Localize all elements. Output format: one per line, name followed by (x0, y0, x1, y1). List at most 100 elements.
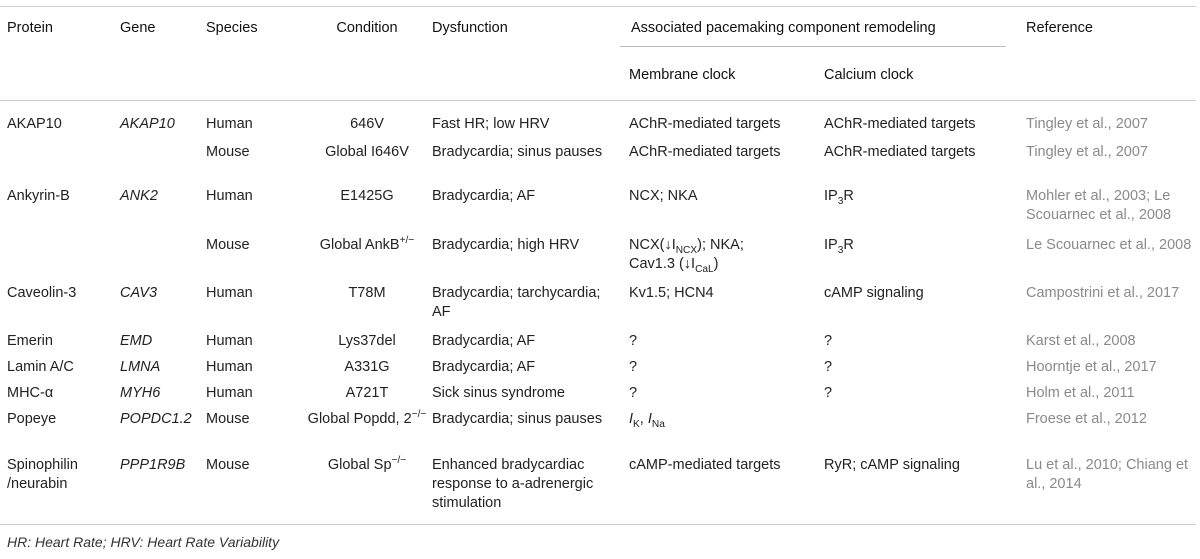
table-row: Mouse Global AnkB+/− Bradycardia; high H… (0, 232, 1196, 284)
cell-gene: MYH6 (120, 385, 161, 401)
header-membrane-clock: Membrane clock (629, 67, 736, 83)
data-table: Protein Gene Species Condition Dysfuncti… (0, 6, 1196, 525)
cell-protein (0, 143, 120, 187)
cell-dysfunction: Bradycardia; AF (432, 359, 536, 375)
cell-species: Human (206, 285, 253, 301)
cell-calcium: cAMP signaling (824, 285, 924, 301)
subheader-row: Membrane clock Calcium clock (0, 60, 1196, 101)
cell-membrane: ? (629, 333, 638, 349)
cell-protein: Ankyrin-B (7, 188, 70, 204)
cell-membrane: AChR-mediated targets (629, 144, 781, 160)
cell-species: Mouse (206, 144, 250, 160)
cell-gene (120, 232, 206, 284)
header-condition: Condition (336, 20, 398, 36)
cell-calcium: ? (824, 333, 833, 349)
cell-gene: LMNA (120, 359, 161, 375)
cell-species: Human (206, 333, 253, 349)
cell-membrane: ? (629, 385, 638, 401)
cell-condition: Global Sp−/− (302, 456, 432, 525)
cell-calcium: AChR-mediated targets (824, 116, 976, 132)
cell-dysfunction: Fast HR; low HRV (432, 116, 550, 132)
cell-dysfunction: Bradycardia; tarchycardia; AF (432, 285, 601, 320)
cell-protein: Caveolin-3 (7, 285, 77, 301)
footnote: HR: Heart Rate; HRV: Heart Rate Variabil… (7, 534, 280, 550)
header-calcium-clock: Calcium clock (824, 67, 914, 83)
cell-calcium: ? (824, 359, 833, 375)
cell-membrane: cAMP-mediated targets (629, 457, 781, 473)
cell-reference: Tingley et al., 2007 (1026, 144, 1148, 160)
cell-dysfunction: Bradycardia; AF (432, 188, 536, 204)
header-protein: Protein (7, 20, 53, 36)
cell-condition: A331G (344, 359, 390, 375)
cell-calcium: IP3R (824, 187, 1020, 232)
condition-label: Global Sp−/− (327, 455, 407, 473)
cell-condition: Global Popdd, 2−/− (302, 410, 432, 456)
cell-condition: 646V (350, 116, 384, 132)
table-row: Caveolin-3 CAV3 Human T78M Bradycardia; … (0, 284, 1196, 332)
cell-dysfunction: Bradycardia; sinus pauses (432, 144, 603, 160)
table-row: MHC-α MYH6 Human A721T Sick sinus syndro… (0, 384, 1196, 410)
table-row: Mouse Global I646V Bradycardia; sinus pa… (0, 143, 1196, 187)
header-associated: Associated pacemaking component remodeli… (620, 7, 1020, 61)
membrane-label: IK, INa (629, 411, 665, 430)
ip3r-label: IP3R (824, 237, 854, 256)
associated-label: Associated pacemaking component remodeli… (620, 19, 1006, 47)
table-row: Spinophilin /neurabin PPP1R9B Mouse Glob… (0, 456, 1196, 525)
cell-protein: AKAP10 (7, 116, 62, 132)
cell-gene: EMD (120, 333, 153, 349)
cell-reference: Hoorntje et al., 2017 (1026, 359, 1157, 375)
cell-species: Mouse (206, 457, 250, 473)
cell-dysfunction: Bradycardia; sinus pauses (432, 411, 603, 427)
cell-protein: Popeye (7, 411, 57, 427)
cell-protein: Lamin A/C (7, 359, 74, 375)
cell-reference: Lu et al., 2010; Chiang et al., 2014 (1026, 457, 1189, 492)
cell-protein: Emerin (7, 333, 53, 349)
cell-membrane: NCX; NKA (629, 188, 698, 204)
cell-gene: AKAP10 (120, 116, 175, 132)
cell-reference: Karst et al., 2008 (1026, 333, 1136, 349)
cell-condition: Lys37del (338, 333, 396, 349)
cell-reference: Campostrini et al., 2017 (1026, 285, 1180, 301)
cell-condition: E1425G (340, 188, 394, 204)
cell-condition: T78M (348, 285, 386, 301)
cell-species: Mouse (206, 411, 250, 427)
cell-species: Human (206, 188, 253, 204)
cell-membrane: AChR-mediated targets (629, 116, 781, 132)
condition-label: Global AnkB+/− (319, 235, 415, 253)
cell-membrane: NCX(↓INCX); NKA;Cav1.3 (↓ICaL) (620, 232, 824, 284)
table-row: AKAP10 AKAP10 Human 646V Fast HR; low HR… (0, 101, 1196, 144)
cell-gene: POPDC1.2 (120, 411, 192, 427)
cell-dysfunction: Bradycardia; AF (432, 333, 536, 349)
cell-species: Human (206, 359, 253, 375)
cell-reference: Tingley et al., 2007 (1026, 116, 1148, 132)
condition-label: Global Popdd, 2−/− (307, 409, 427, 427)
cell-protein (0, 232, 120, 284)
cell-reference: Froese et al., 2012 (1026, 411, 1147, 427)
cell-reference: Mohler et al., 2003; Le Scouarnec et al.… (1026, 188, 1172, 223)
cell-calcium: ? (824, 385, 833, 401)
header-dysfunction: Dysfunction (432, 20, 508, 36)
cell-dysfunction: Sick sinus syndrome (432, 385, 565, 401)
cell-protein: MHC-α (7, 385, 54, 401)
cell-membrane: Kv1.5; HCN4 (629, 285, 714, 301)
cell-membrane: ? (629, 359, 638, 375)
cell-species: Human (206, 385, 253, 401)
cell-calcium: RyR; cAMP signaling (824, 457, 960, 473)
cell-reference: Holm et al., 2011 (1026, 385, 1135, 401)
header-species: Species (206, 20, 258, 36)
header-reference: Reference (1026, 20, 1093, 36)
cell-gene: CAV3 (120, 285, 158, 301)
table-row: Popeye POPDC1.2 Mouse Global Popdd, 2−/−… (0, 410, 1196, 456)
cell-condition: Global AnkB+/− (302, 232, 432, 284)
membrane-label: NCX(↓INCX); NKA;Cav1.3 (↓ICaL) (629, 237, 744, 275)
cell-species: Human (206, 116, 253, 132)
cell-dysfunction: Bradycardia; high HRV (432, 237, 580, 253)
table-row: Lamin A/C LMNA Human A331G Bradycardia; … (0, 358, 1196, 384)
cell-protein: Spinophilin /neurabin (7, 457, 78, 492)
ip3r-label: IP3R (824, 188, 854, 207)
header-row: Protein Gene Species Condition Dysfuncti… (0, 6, 1196, 61)
header-gene: Gene (120, 20, 156, 36)
table-row: Ankyrin-B ANK2 Human E1425G Bradycardia;… (0, 187, 1196, 232)
cell-calcium: AChR-mediated targets (824, 144, 976, 160)
